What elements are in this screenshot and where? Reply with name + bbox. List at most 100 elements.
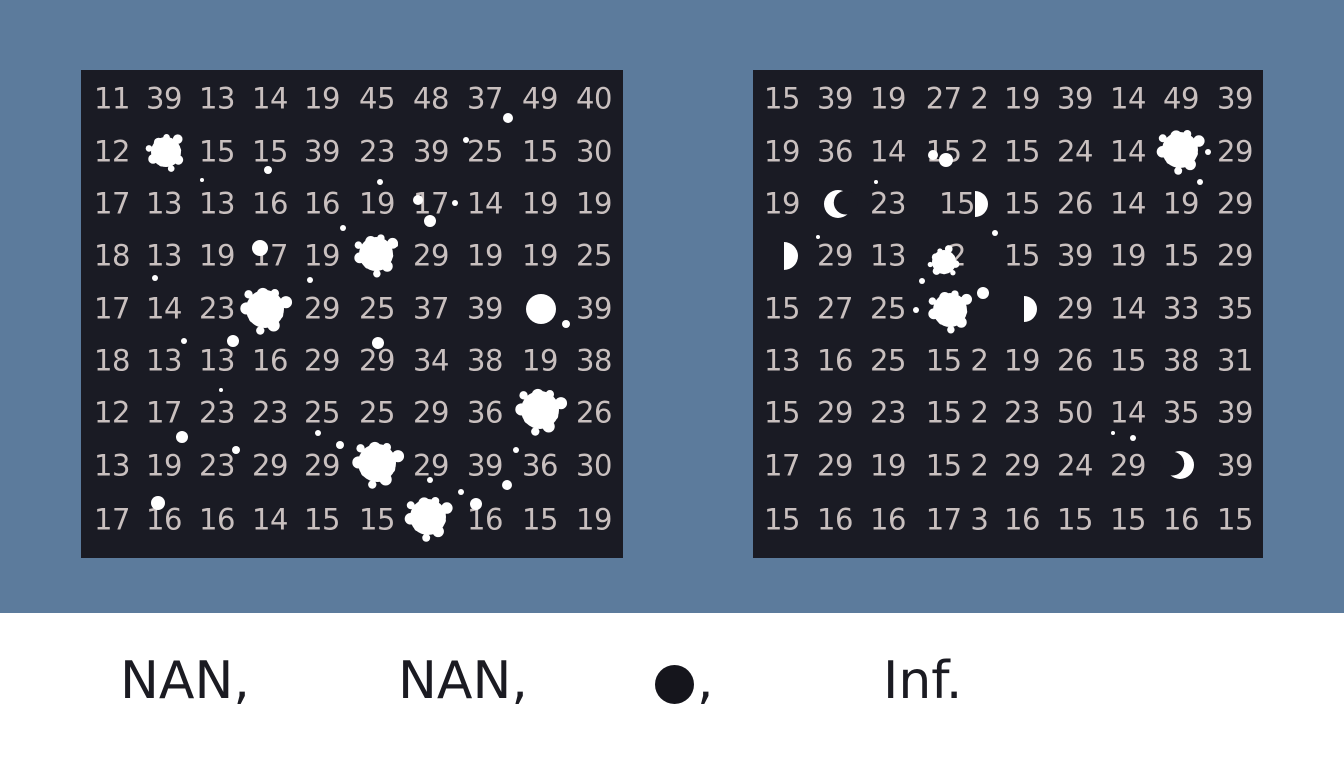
grid-cell: 39: [1057, 238, 1093, 273]
grid-cell: 13: [146, 343, 182, 378]
grid-cell: 15 2: [925, 343, 989, 378]
grid-cell: 39: [413, 134, 449, 169]
grid-cell: 36: [467, 395, 503, 430]
grid-cell: 17: [252, 238, 288, 273]
grid-cell: 25: [359, 291, 395, 326]
grid-cell: 50: [1057, 395, 1093, 430]
grid-cell: 37: [413, 291, 449, 326]
grid-cell: 35: [1217, 291, 1253, 326]
grid-cell: 17: [764, 448, 800, 483]
grid-cell: 13: [146, 186, 182, 221]
grid-cell: 26: [1057, 186, 1093, 221]
grid-cell: 19: [1110, 238, 1146, 273]
grid-cell: 23: [359, 134, 395, 169]
grid-cell: 19: [870, 81, 906, 116]
grid-cell: 31: [1217, 343, 1253, 378]
grid-cell: 14: [1110, 291, 1146, 326]
grid-cell: 39: [467, 448, 503, 483]
grid-cell: 19: [522, 343, 558, 378]
grid-cell: 23: [252, 395, 288, 430]
grid-cell: 29: [359, 343, 395, 378]
grid-cell: 19: [359, 186, 395, 221]
grid-cell: 36: [522, 448, 558, 483]
grid-cell: 29: [1004, 448, 1040, 483]
grid-cell: 39: [146, 81, 182, 116]
grid-cell: 15: [359, 502, 395, 537]
grid-cell: 15 2: [925, 448, 989, 483]
grid-cell: 26: [1057, 343, 1093, 378]
grid-cell: 14: [252, 81, 288, 116]
grid-cell: 29: [304, 291, 340, 326]
grid-cell: 16: [199, 502, 235, 537]
grid-cell: 15: [1004, 186, 1040, 221]
grid-cell: 15: [1057, 502, 1093, 537]
grid-cell: 17: [146, 395, 182, 430]
grid-cell: 15: [1110, 343, 1146, 378]
grid-cell: 23: [199, 395, 235, 430]
grid-cell: 15: [1004, 238, 1040, 273]
filled-circle-icon: [655, 665, 694, 704]
grid-cell: 17 3: [925, 502, 989, 537]
grid-cell: 13: [199, 81, 235, 116]
grid-cell: 24: [1057, 448, 1093, 483]
grid-cell: 17: [94, 186, 130, 221]
grid-cell: 16: [817, 502, 853, 537]
grid-cell: 19: [576, 502, 612, 537]
grid-cell: 14: [146, 291, 182, 326]
grid-cell: 14: [1110, 134, 1146, 169]
grid-cell: 13: [764, 343, 800, 378]
grid-cell: 23: [870, 395, 906, 430]
grid-cell: 16: [1163, 502, 1199, 537]
grid-cell: 15: [1163, 238, 1199, 273]
grid-cell: 36: [817, 134, 853, 169]
grid-cell: 19: [764, 134, 800, 169]
grid-cell: 17: [94, 502, 130, 537]
grid-cell: 35: [1163, 395, 1199, 430]
grid-cell: 14: [1110, 81, 1146, 116]
grid-cell: 13: [94, 448, 130, 483]
legend-nan-2: NAN,: [398, 651, 528, 711]
grid-cell: 26: [576, 395, 612, 430]
grid-cell: 15: [1004, 134, 1040, 169]
grid-cell: 48: [413, 81, 449, 116]
grid-cell: 18: [94, 343, 130, 378]
grid-cell: 29: [413, 448, 449, 483]
grid-cell: 14: [870, 134, 906, 169]
grid-cell: 29: [304, 448, 340, 483]
grid-cell: 17: [413, 186, 449, 221]
grid-cell: 15: [764, 395, 800, 430]
grid-cell: 29: [413, 238, 449, 273]
grid-cell: 14: [1110, 186, 1146, 221]
grid-cell: 19: [304, 81, 340, 116]
grid-cell: 16: [467, 502, 503, 537]
grid-cell: 15: [764, 291, 800, 326]
grid-cell: 15: [1110, 502, 1146, 537]
grid-cell: 29: [304, 343, 340, 378]
grid-cell: 19: [1004, 81, 1040, 116]
grid-cell: 15 2: [925, 395, 989, 430]
grid-cell: 29: [1217, 238, 1253, 273]
grid-cell: 29: [1217, 134, 1253, 169]
grid-cell: 12: [94, 395, 130, 430]
grid-cell: 40: [576, 81, 612, 116]
grid-cell: 38: [576, 343, 612, 378]
grid-cell: 30: [576, 448, 612, 483]
grid-cell: 39: [1217, 81, 1253, 116]
grid-cell: 15: [252, 134, 288, 169]
grid-cell: 29: [1110, 448, 1146, 483]
grid-cell: 39: [817, 81, 853, 116]
grid-cell: 13: [199, 186, 235, 221]
grid-cell: 16: [252, 186, 288, 221]
grid-cell: 23: [870, 186, 906, 221]
grid-cell: 29: [252, 448, 288, 483]
grid-cell: 14: [1110, 395, 1146, 430]
legend-dot-comma: ,: [697, 651, 714, 711]
grid-cell: 19: [1163, 186, 1199, 221]
grid-cell: 19: [522, 186, 558, 221]
grid-cell: 29: [1217, 186, 1253, 221]
grid-cell: 19: [199, 238, 235, 273]
grid-cell: 25: [304, 395, 340, 430]
grid-cell: 14: [252, 502, 288, 537]
